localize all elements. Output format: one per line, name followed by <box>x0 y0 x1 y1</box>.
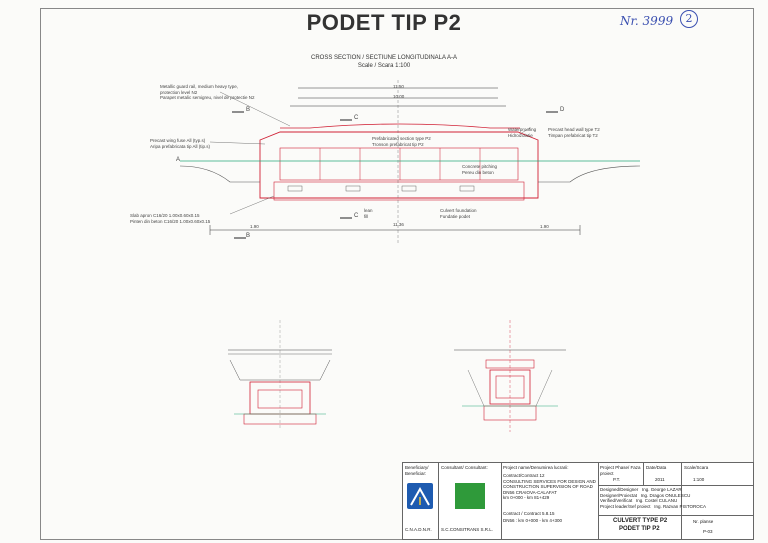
contract-lines: Contract/Contract 12 CONSULTING SERVICES… <box>503 473 596 500</box>
cut-marker-b-top: B <box>246 107 251 113</box>
date-value: 2011 <box>655 477 665 482</box>
drawing-no: P-03 <box>703 529 713 534</box>
scale-value: 1:100 <box>693 477 705 482</box>
roles-list: Designed/Designer Ing. George LAZAR Desi… <box>600 487 706 509</box>
phase-value: P.T. <box>613 477 621 482</box>
drawing-title-en: CULVERT TYPE P2 <box>613 518 668 524</box>
longitudinal-section-drawing <box>179 80 641 245</box>
dim-mid: 10.00 <box>393 94 405 99</box>
contract-number: Contract / Contract 5.8.15 <box>503 511 555 516</box>
dn-line: DN56 : km 0+000 - km 4+300 <box>503 518 563 523</box>
drawing-no-label: Nr. planse <box>693 519 714 524</box>
cut-marker-d: D <box>560 107 565 113</box>
page-title: PODET TIP P2 <box>306 10 462 35</box>
circled-number: 2 <box>680 10 698 28</box>
consitrans-logo <box>455 483 485 509</box>
section-caption: CROSS SECTION / SECTIUNE LONGITUDINALA A… <box>310 55 458 61</box>
consultant-name: S.C.CONSITRANS S.R.L. <box>441 527 494 532</box>
registration-stamp: Nr. 3999 <box>620 14 674 28</box>
dim-bottom: 11.36 <box>393 222 404 227</box>
cut-marker-b-bottom: B <box>246 233 251 239</box>
scale-label: Scale/Scara <box>684 465 709 470</box>
note-guard-rail: Metallic guard rail, medium heavy type,p… <box>160 84 255 100</box>
phase-label: Project Phase/ Faza proiect <box>600 465 641 476</box>
section-scale: Scale / Scara 1:100 <box>357 63 411 69</box>
beneficiary-name: C.N.A.D.N.R. <box>405 527 432 532</box>
cut-marker-c-top: C <box>354 115 359 121</box>
beneficiary-label: Beneficiary/ Beneficiar: <box>405 465 429 476</box>
dim-top: 11.50 <box>393 84 404 89</box>
cross-section-d-drawing <box>454 320 566 432</box>
cut-marker-a: A <box>176 157 181 163</box>
cross-section-b-drawing <box>228 320 332 430</box>
cnadnr-logo <box>407 483 433 509</box>
note-wing-fuse: Precast wing fuse All (typ.s)Aripa prefa… <box>150 138 211 149</box>
consultant-label: Consultant/ Consultant: <box>441 465 488 470</box>
drawing-frame <box>40 8 754 540</box>
project-name-label: Project name/Denumirea lucrarii: <box>503 465 569 470</box>
dim-right: 1.90 <box>540 224 549 229</box>
title-block: Beneficiary/ Beneficiar: C.N.A.D.N.R. Co… <box>402 462 754 540</box>
dim-left: 1.90 <box>250 224 259 229</box>
date-label: Date/Data <box>646 465 667 470</box>
drawing-title-ro: PODET TIP P2 <box>619 526 660 532</box>
cut-marker-c-bottom: C <box>354 213 359 219</box>
